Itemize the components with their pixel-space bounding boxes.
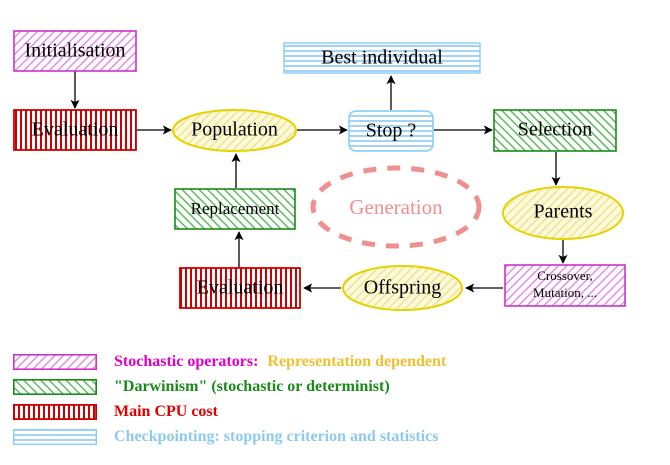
legend-label-darwinism: "Darwinism" (stochastic or determinist) (114, 378, 390, 395)
node-replacement[interactable]: Replacement (174, 188, 296, 230)
node-initialisation-label: Initialisation (24, 40, 125, 62)
node-population-label: Population (191, 119, 278, 141)
node-best-individual[interactable]: Best individual (283, 42, 481, 74)
legend-item-checkpointing: Checkpointing: stopping criterion and st… (13, 427, 438, 447)
node-evaluation-top[interactable]: Evaluation (13, 109, 137, 151)
legend-item-stochastic-operators: Stochastic operators: Representation depe… (13, 352, 446, 372)
legend-swatch-magenta-diagonal (13, 354, 97, 370)
node-initialisation[interactable]: Initialisation (13, 30, 137, 72)
node-stop[interactable]: Stop ? (348, 110, 434, 152)
node-selection[interactable]: Selection (493, 109, 617, 152)
node-crossover-mutation-label-line2: Mutation, ... (533, 285, 597, 300)
legend-label-stochastic-operators: Stochastic operators: Representation depe… (114, 353, 446, 371)
diagram-edges (70, 71, 568, 293)
node-offspring-label: Offspring (364, 277, 441, 299)
node-offspring[interactable]: Offspring (342, 265, 463, 311)
node-replacement-label: Replacement (191, 199, 280, 218)
legend-label-main-cpu-cost: Main CPU cost (114, 403, 218, 420)
legend-swatch-red-vertical (13, 404, 97, 420)
node-parents-label: Parents (534, 201, 593, 223)
node-generation-label: Generation (349, 195, 443, 219)
node-crossover-mutation-label-line1: Crossover, (537, 268, 592, 283)
node-parents[interactable]: Parents (502, 186, 624, 240)
node-generation: Generation (310, 165, 482, 249)
node-evaluation-bottom-label: Evaluation (197, 277, 284, 299)
legend-swatch-green-diagonal (13, 379, 97, 395)
legend-item-main-cpu-cost: Main CPU cost (13, 402, 218, 422)
node-best-individual-label: Best individual (321, 47, 443, 69)
node-population[interactable]: Population (172, 109, 297, 152)
node-crossover-mutation[interactable]: Crossover, Mutation, ... (504, 264, 626, 307)
legend-label-stochastic-operators-part1: Stochastic operators: (114, 353, 259, 370)
node-evaluation-bottom[interactable]: Evaluation (179, 267, 301, 309)
legend-swatch-blue-horizontal (13, 429, 97, 445)
legend-item-darwinism: "Darwinism" (stochastic or determinist) (13, 377, 390, 397)
node-selection-label: Selection (518, 119, 592, 141)
legend-label-checkpointing: Checkpointing: stopping criterion and st… (114, 428, 439, 445)
node-stop-label: Stop ? (366, 120, 417, 142)
node-evaluation-top-label: Evaluation (32, 119, 119, 141)
legend-label-stochastic-operators-part2: Representation dependent (267, 353, 447, 370)
